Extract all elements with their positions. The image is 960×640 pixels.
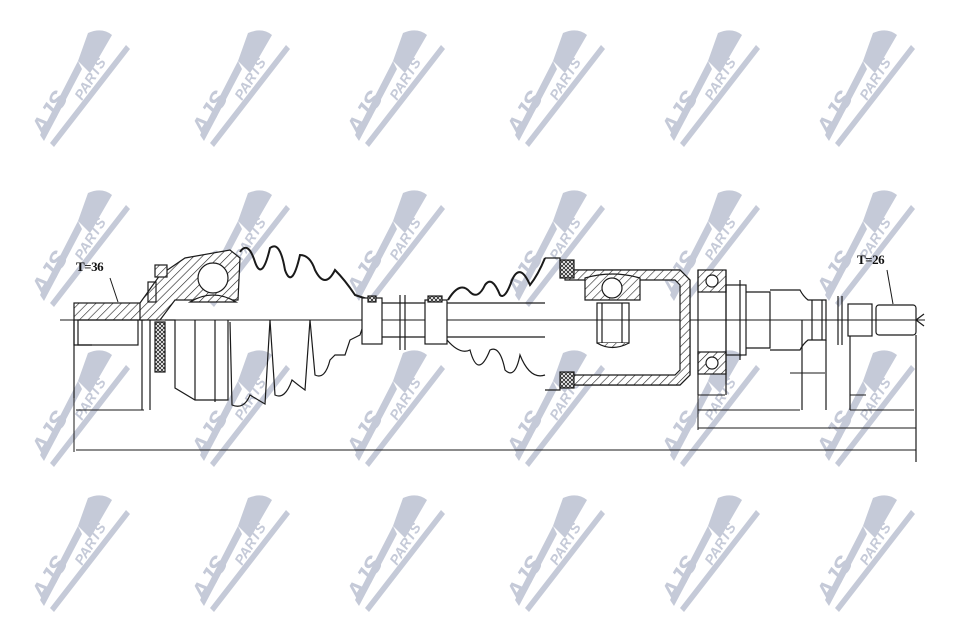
intermediate-shaft <box>361 295 545 350</box>
inner-boot <box>446 257 546 377</box>
outer-spline-teeth-label: T=36 <box>76 259 104 274</box>
inner-spline-teeth-label: T=26 <box>857 252 885 267</box>
outer-stub-shaft <box>73 302 151 410</box>
dimension-lines <box>73 372 916 452</box>
outer-cv-joint <box>139 249 241 402</box>
inner-cv-joint <box>545 257 691 391</box>
inner-stub-shaft <box>746 289 925 462</box>
outer-boot <box>229 245 371 407</box>
support-bearing <box>697 269 747 395</box>
